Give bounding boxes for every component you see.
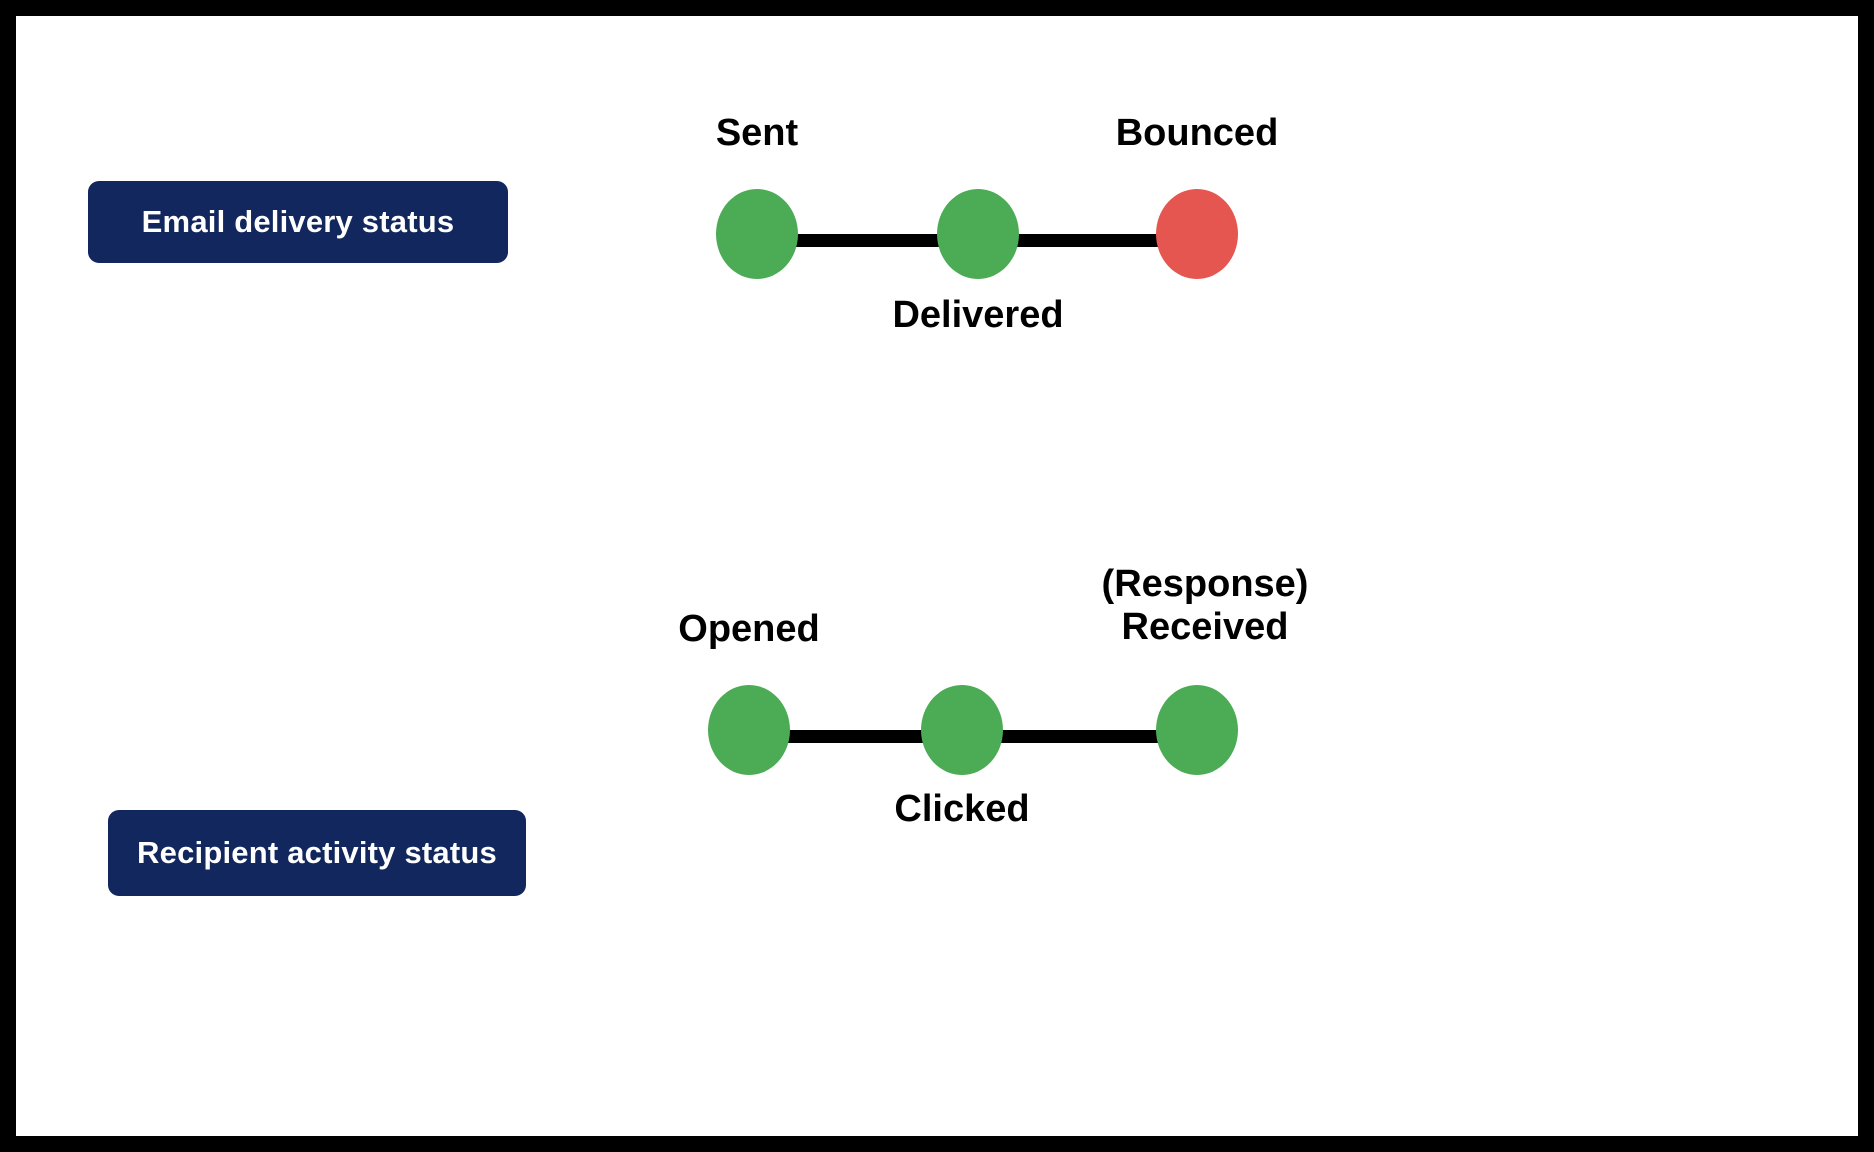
node-clicked[interactable]: [921, 685, 1003, 775]
node-label-delivered: Delivered: [892, 294, 1064, 336]
node-opened[interactable]: [708, 685, 790, 775]
node-label-bounced: Bounced: [1115, 112, 1279, 154]
node-label-opened: Opened: [678, 608, 820, 650]
node-sent[interactable]: [716, 189, 798, 279]
diagram-canvas: Email delivery status Sent Delivered Bou…: [16, 16, 1858, 1136]
node-label-response-received: (Response) Received: [1101, 563, 1309, 648]
node-label-sent: Sent: [715, 112, 799, 154]
link-clicked-to-received: [961, 730, 1206, 743]
link-opened-to-clicked: [781, 730, 961, 743]
node-label-clicked: Clicked: [894, 788, 1030, 830]
category-badge-recipient-activity-status[interactable]: Recipient activity status: [108, 810, 526, 896]
node-response-received[interactable]: [1156, 685, 1238, 775]
category-badge-email-delivery-status[interactable]: Email delivery status: [88, 181, 508, 263]
node-delivered[interactable]: [937, 189, 1019, 279]
diagram-stage: Email delivery status Sent Delivered Bou…: [16, 16, 1858, 1136]
node-bounced[interactable]: [1156, 189, 1238, 279]
